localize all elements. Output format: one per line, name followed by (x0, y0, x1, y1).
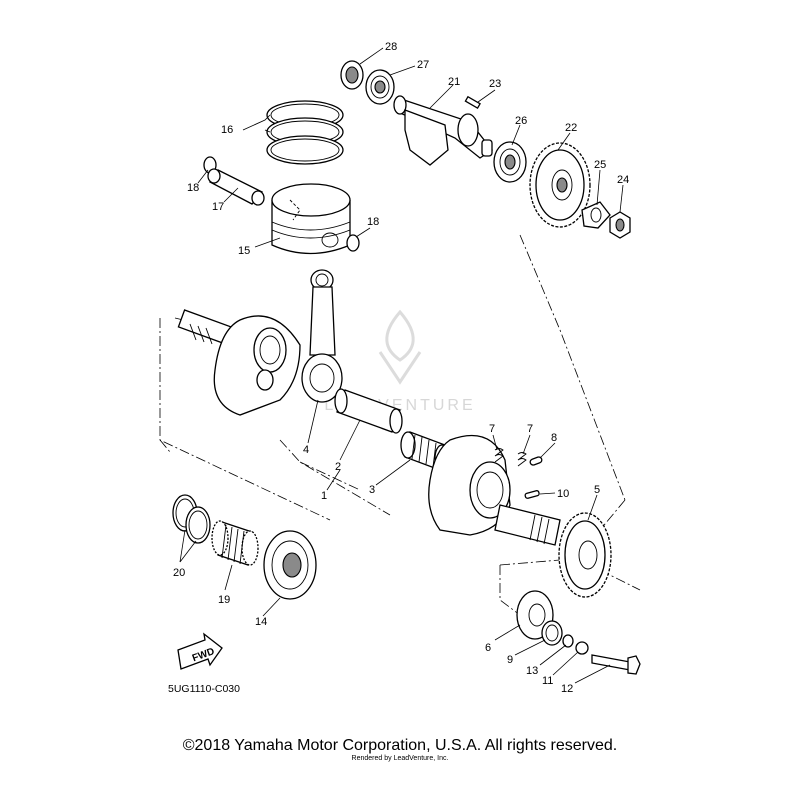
part-14-bearing (263, 530, 317, 600)
callout-3: 3 (369, 484, 375, 496)
part-10-key (524, 490, 540, 499)
callout-25: 25 (594, 159, 606, 171)
callout-20: 20 (173, 567, 185, 579)
part-15-piston (271, 183, 351, 255)
part-28-oil-seal (340, 60, 364, 90)
part-19-gear (211, 520, 259, 566)
part-1-crankshaft-right (428, 434, 561, 546)
part-11-washer (575, 641, 589, 655)
callout-11: 11 (542, 675, 553, 687)
callout-10: 10 (557, 488, 569, 500)
copyright-text: ©2018 Yamaha Motor Corporation, U.S.A. A… (183, 737, 618, 754)
callout-18-left: 18 (187, 182, 199, 194)
part-12-bolt (591, 654, 641, 675)
part-23-key (464, 95, 481, 109)
part-9-circlip (541, 620, 563, 646)
part-25-lock-washer (581, 201, 611, 229)
callout-27: 27 (417, 59, 429, 71)
part-24-nut (609, 211, 631, 239)
callout-17: 17 (212, 201, 224, 213)
credit-text: Rendered by LeadVenture, Inc. (352, 755, 449, 762)
callout-8: 8 (551, 432, 557, 444)
callout-9: 9 (507, 654, 513, 666)
callout-21: 21 (448, 76, 460, 88)
callout-7-a: 7 (489, 423, 495, 435)
part-2-crank-pin (334, 388, 403, 434)
callout-15: 15 (238, 245, 250, 257)
callout-26: 26 (515, 115, 527, 127)
callout-13: 13 (526, 665, 538, 677)
callout-14: 14 (255, 616, 267, 628)
part-1-crankshaft-left (177, 309, 301, 416)
callout-22: 22 (565, 122, 577, 134)
watermark-flame-icon (378, 309, 422, 385)
callout-5: 5 (594, 484, 600, 496)
diagram-code: 5UG1110-C030 (168, 683, 240, 695)
callout-numbers: 28 27 21 23 26 22 25 24 16 18 17 15 18 4… (173, 41, 629, 695)
fwd-arrow-icon: FWD (177, 632, 223, 670)
part-21-balancer-shaft (393, 95, 493, 166)
callout-7-b: 7 (527, 423, 533, 435)
part-22-balancer-gear (529, 142, 591, 228)
callout-6: 6 (485, 642, 491, 654)
part-26-bearing (493, 141, 527, 183)
callout-24: 24 (617, 174, 629, 186)
part-7-spring-b (517, 452, 527, 467)
part-5-primary-drive-gear (558, 512, 612, 598)
callout-1: 1 (321, 490, 327, 502)
leader-lines (179, 47, 624, 684)
part-20-shim-set (172, 494, 211, 544)
part-13-washer (562, 634, 574, 648)
callout-23: 23 (489, 78, 501, 90)
part-18-circlip-right (346, 234, 360, 252)
callout-16: 16 (221, 124, 233, 136)
callout-18-right: 18 (367, 216, 379, 228)
callout-19: 19 (218, 594, 230, 606)
part-7-spring-a (494, 448, 504, 463)
callout-4: 4 (303, 444, 309, 456)
callout-2: 2 (335, 461, 341, 473)
part-17-piston-pin (207, 168, 265, 206)
part-4-connecting-rod (301, 269, 343, 403)
part-16-piston-ring-set (266, 100, 344, 165)
part-8-plunger (529, 456, 543, 466)
callout-28: 28 (385, 41, 397, 53)
part-27-bearing (365, 69, 395, 105)
callout-12: 12 (561, 683, 573, 695)
